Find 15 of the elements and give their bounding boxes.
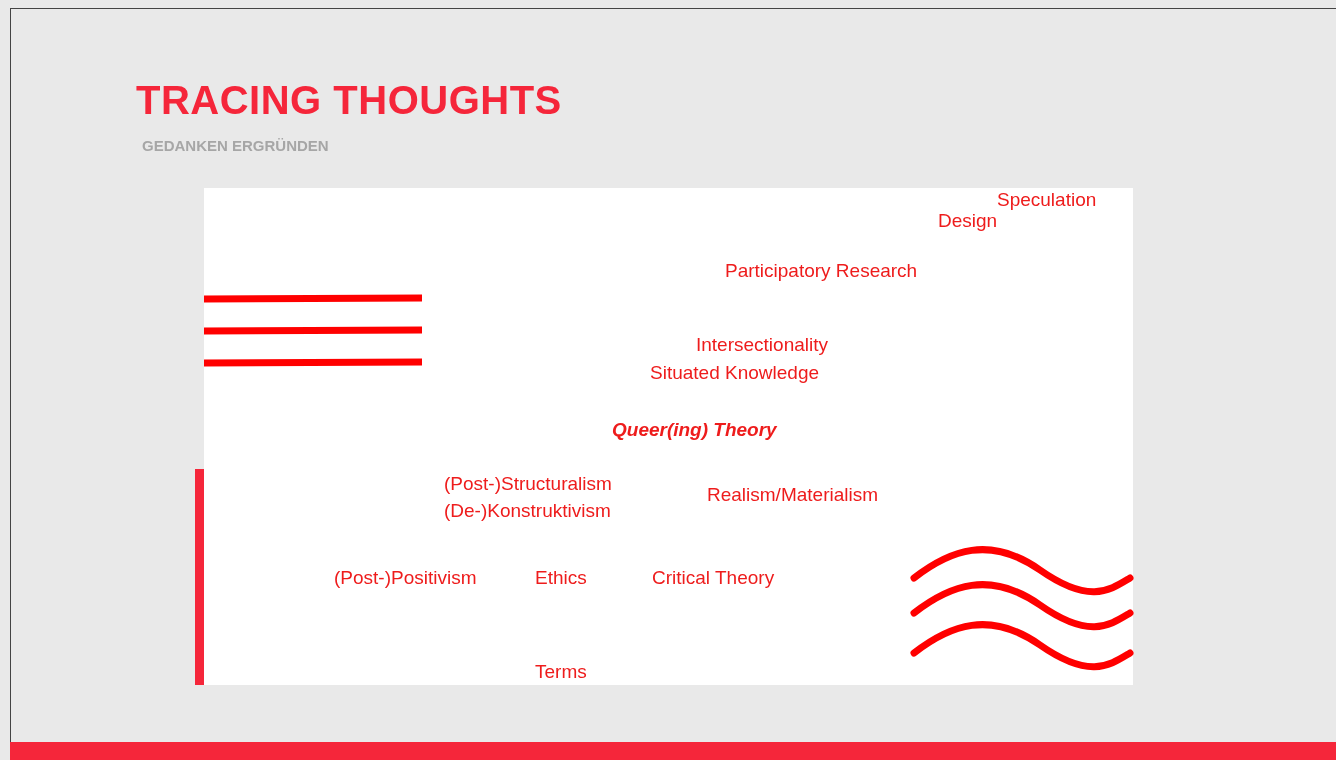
title: TRACING THOUGHTS — [136, 78, 562, 123]
topic-label: Intersectionality — [696, 334, 828, 356]
topic-label: Speculation — [997, 189, 1097, 211]
topic-label: (De-)Konstruktivism — [444, 500, 611, 522]
topic-label: Critical Theory — [652, 567, 775, 589]
topic-label: (Post-)Positivism — [334, 567, 477, 589]
topic-label: Design — [938, 210, 998, 232]
topic-label: Ethics — [535, 567, 587, 589]
subtitle: GEDANKEN ERGRÜNDEN — [142, 137, 329, 154]
topic-label: (Post-)Structuralism — [444, 473, 612, 495]
topic-label: Participatory Research — [725, 260, 918, 282]
topic-label: Terms — [535, 661, 587, 683]
topic-label: Situated Knowledge — [650, 362, 819, 384]
topic-label: Queer(ing) Theory — [612, 419, 777, 441]
topic-label: Realism/Materialism — [707, 484, 879, 506]
